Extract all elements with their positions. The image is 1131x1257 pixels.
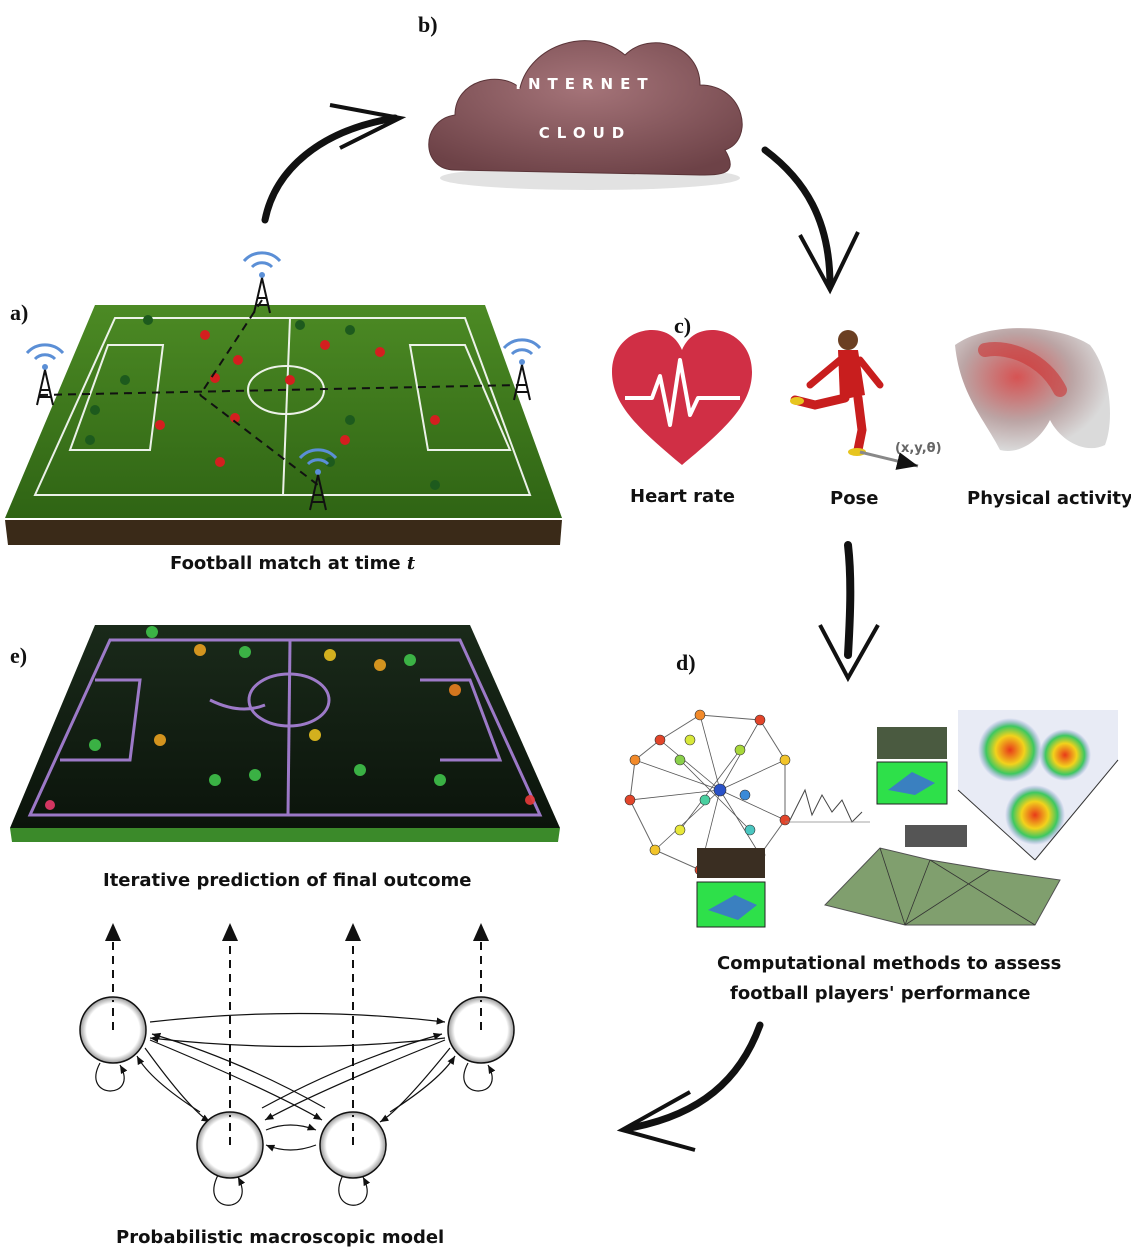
antenna-icon [25, 251, 542, 511]
line-plot-thumbnail [785, 788, 870, 823]
caption-match-text: Football match at time [170, 553, 407, 574]
caption-pose: Pose [830, 488, 879, 509]
markov-model [79, 923, 515, 1206]
flow-arrow-c-to-d [818, 541, 880, 683]
heart-icon [612, 330, 752, 465]
panel-label-c: c) [674, 313, 692, 338]
transition-edges [95, 1012, 496, 1206]
flow-arrow-d-to-model [616, 1021, 764, 1152]
trajectory-paths [27, 638, 543, 817]
panel-label-e: e) [10, 643, 28, 668]
panel-label-a: a) [10, 300, 29, 325]
triangulation-lines [39, 299, 521, 486]
caption-methods-line2: football players' performance [730, 983, 1031, 1004]
flow-arrow-a-to-b [261, 103, 407, 224]
caption-match-variable: t [406, 553, 416, 574]
panel-label-b: b) [418, 12, 438, 37]
muscle-activity-icon [955, 328, 1110, 451]
trajectory-blobs [45, 626, 535, 810]
flow-arrow-b-to-c [761, 146, 860, 295]
caption-pose-coords: (x,y,θ) [895, 441, 942, 456]
prediction-pitch-e [10, 625, 560, 842]
players-green [85, 315, 440, 490]
caption-model: Probabilistic macroscopic model [116, 1227, 445, 1248]
internet-cloud: INTERNET CLOUD [428, 40, 743, 190]
formation-polygon-thumbnail [824, 847, 1061, 926]
heatmap-thumbnail [957, 710, 1119, 861]
cloud-line2: CLOUD [539, 124, 631, 142]
caption-methods-line1: Computational methods to assess [717, 953, 1062, 974]
output-arrows [105, 923, 489, 1150]
network-graph [624, 709, 791, 876]
player-pose-icon [790, 330, 919, 470]
caption-physical-activity: Physical activity [967, 488, 1131, 509]
football-pitch-a [5, 251, 562, 545]
state-nodes [79, 996, 515, 1179]
screenshot-thumbnails [696, 727, 967, 928]
caption-heart-rate: Heart rate [630, 486, 736, 507]
caption-match: Football match at time t [170, 553, 415, 574]
panel-label-d: d) [676, 650, 696, 675]
cloud-line1: INTERNET [515, 75, 654, 93]
caption-prediction: Iterative prediction of final outcome [103, 870, 472, 891]
